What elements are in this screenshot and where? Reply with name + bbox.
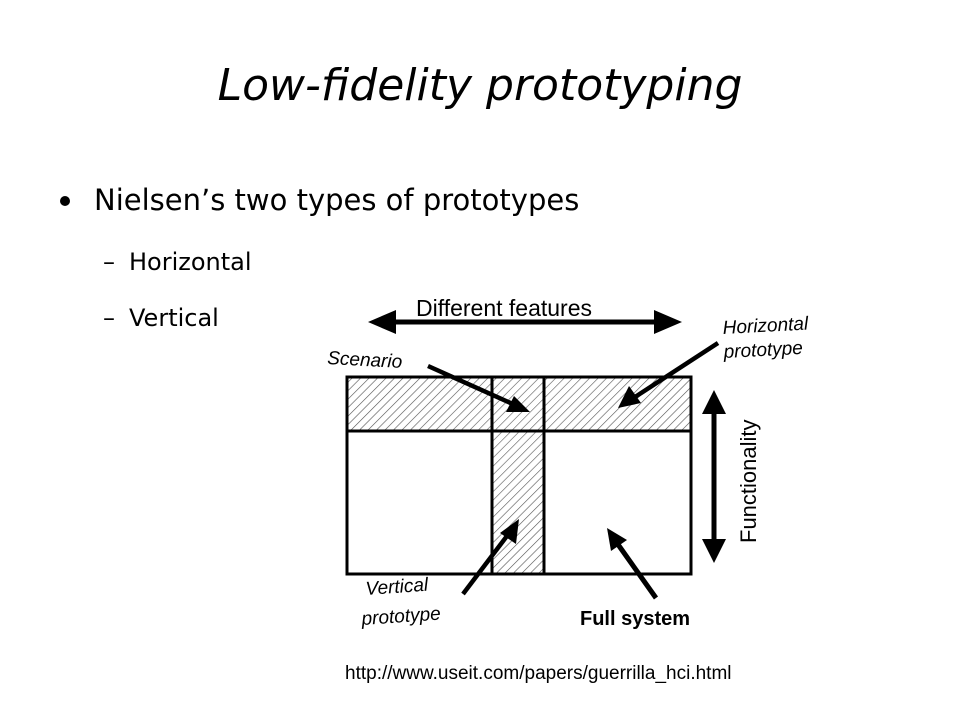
horizontal-arrow-icon — [618, 341, 720, 408]
functionality-double-arrow-icon — [702, 390, 726, 563]
full-system-arrow-icon — [607, 528, 659, 600]
bullet-text: Nielsen’s two types of prototypes — [94, 183, 580, 217]
horizontal-prototype-label-line1: Horizontal — [722, 314, 809, 339]
slide-title: Low-fidelity prototyping — [217, 60, 743, 111]
horizontal-prototype-area — [347, 377, 691, 431]
vertical-prototype-area — [492, 431, 544, 574]
vertical-prototype-label-line1: Vertical — [365, 575, 430, 600]
dash-icon: – — [103, 304, 115, 332]
scenario-label: Scenario — [327, 348, 403, 373]
full-system-box — [345, 375, 693, 576]
sub-bullet-text: Horizontal — [129, 248, 252, 276]
sub-bullet-vertical: – Vertical — [103, 290, 579, 346]
source-url[interactable]: http://www.useit.com/papers/guerrilla_hc… — [345, 663, 732, 684]
full-system-label: Full system — [580, 608, 690, 630]
sub-bullet-horizontal: – Horizontal — [103, 234, 579, 290]
scenario-arrow-icon — [427, 363, 530, 412]
dash-icon: – — [103, 248, 115, 276]
bullet-list: Nielsen’s two types of prototypes – Hori… — [60, 178, 579, 346]
bullet-item: Nielsen’s two types of prototypes — [60, 178, 579, 222]
vertical-arrow-icon — [461, 519, 519, 596]
sub-bullet-text: Vertical — [129, 304, 219, 332]
vertical-prototype-label-line2: prototype — [360, 604, 442, 631]
horizontal-prototype-label-line2: prototype — [722, 338, 803, 363]
bullet-dot-icon — [60, 196, 70, 206]
functionality-label: Functionality — [736, 419, 761, 543]
